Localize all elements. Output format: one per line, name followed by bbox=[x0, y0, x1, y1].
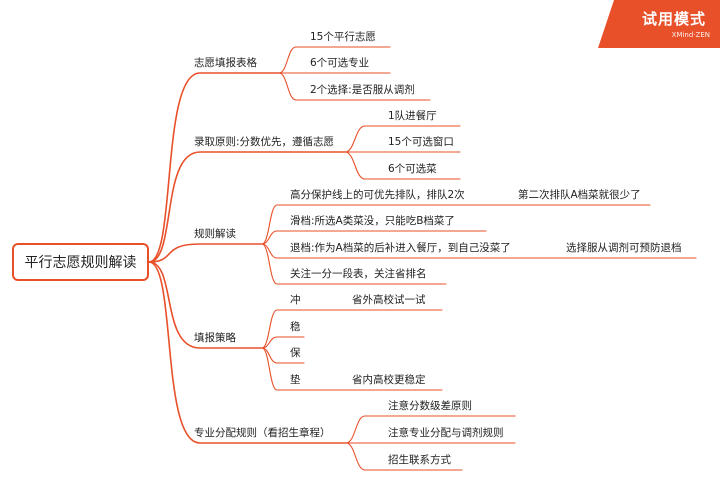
subtopic-5-3[interactable]: 招生联系方式 bbox=[388, 454, 451, 466]
subtopic-5-2[interactable]: 注意专业分配与调剂规则 bbox=[388, 427, 504, 439]
subtopic-3-2[interactable]: 滑档:所选A类菜没，只能吃B档菜了 bbox=[290, 215, 455, 227]
subtopic-note-4-1[interactable]: 省外高校试一试 bbox=[352, 294, 426, 306]
branch-connector-3 bbox=[148, 243, 263, 263]
subtopic-note-3-1[interactable]: 第二次排队A档菜就很少了 bbox=[518, 189, 641, 201]
subtopic-3-1[interactable]: 高分保护线上的可优先排队，排队2次 bbox=[290, 189, 465, 201]
branch-connector-5 bbox=[148, 261, 347, 444]
branch-topic-2[interactable]: 录取原则:分数优先，遵循志愿 bbox=[194, 136, 335, 148]
xmind-brand-label: XMind·ZEN bbox=[671, 31, 710, 39]
branch-topic-1[interactable]: 志愿填报表格 bbox=[194, 57, 257, 69]
subtopic-connector-1-1 bbox=[278, 46, 391, 74]
subtopic-connector-3-4 bbox=[261, 243, 447, 285]
subtopic-connector-5-1 bbox=[345, 415, 516, 444]
subtopic-connector-2-3 bbox=[344, 151, 461, 180]
root-topic[interactable]: 平行志愿规则解读 bbox=[12, 243, 149, 281]
subtopic-1-1[interactable]: 15个平行志愿 bbox=[310, 31, 376, 43]
subtopic-connector-4-4 bbox=[261, 347, 443, 391]
subtopic-note-4-4[interactable]: 省内高校更稳定 bbox=[352, 374, 426, 386]
subtopic-2-1[interactable]: 1队进餐厅 bbox=[388, 110, 437, 122]
root-topic-label: 平行志愿规则解读 bbox=[24, 255, 137, 271]
subtopic-4-4[interactable]: 垫 bbox=[290, 374, 301, 386]
subtopic-2-2[interactable]: 15个可选窗口 bbox=[388, 136, 454, 148]
branch-connector-4 bbox=[148, 261, 263, 349]
branch-connector-2 bbox=[148, 151, 346, 263]
subtopic-2-3[interactable]: 6个可选菜 bbox=[388, 163, 437, 175]
branch-topic-4[interactable]: 填报策略 bbox=[194, 332, 236, 344]
subtopic-connector-1-3 bbox=[278, 72, 431, 101]
subtopic-connector-4-2 bbox=[261, 336, 305, 349]
subtopic-note-3-3[interactable]: 选择服从调剂可预防退档 bbox=[566, 242, 682, 254]
subtopic-connector-2-1 bbox=[344, 125, 461, 153]
subtopic-4-2[interactable]: 稳 bbox=[290, 321, 301, 333]
branch-connector-1 bbox=[148, 72, 280, 263]
subtopic-connector-3-2 bbox=[261, 230, 487, 245]
subtopic-connector-4-1 bbox=[261, 309, 443, 349]
subtopic-3-3[interactable]: 退档:作为A档菜的后补进入餐厅，到自己没菜了 bbox=[290, 242, 511, 254]
subtopic-1-2[interactable]: 6个可选专业 bbox=[310, 57, 370, 69]
subtopic-connector-5-3 bbox=[345, 442, 463, 471]
branch-topic-3[interactable]: 规则解读 bbox=[194, 228, 236, 240]
subtopic-4-1[interactable]: 冲 bbox=[290, 294, 301, 306]
subtopic-1-3[interactable]: 2个选择:是否服从调剂 bbox=[310, 84, 415, 96]
subtopic-connector-3-1 bbox=[261, 204, 651, 245]
branch-topic-5[interactable]: 专业分配规则（看招生章程） bbox=[194, 427, 331, 439]
subtopic-3-4[interactable]: 关注一分一段表，关注省排名 bbox=[290, 268, 427, 280]
trial-mode-label: 试用模式 bbox=[641, 10, 706, 28]
trial-mode-badge[interactable]: 试用模式 XMind·ZEN bbox=[598, 0, 720, 48]
subtopic-4-3[interactable]: 保 bbox=[290, 347, 301, 359]
subtopic-5-1[interactable]: 注意分数级差原则 bbox=[388, 400, 472, 412]
